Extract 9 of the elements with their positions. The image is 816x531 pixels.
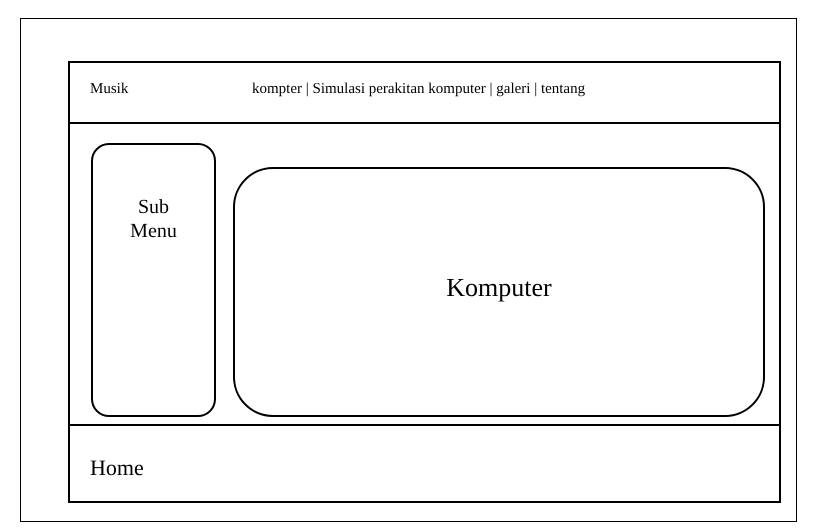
label-text: Komputer (446, 272, 552, 304)
label-text: Musik (90, 80, 128, 99)
content-panel (233, 167, 765, 417)
label-text: Sub Menu (129, 195, 178, 244)
page-frame (68, 61, 781, 503)
label-text: Home (90, 454, 144, 482)
sidebar-panel (91, 143, 216, 417)
outer-frame (20, 18, 797, 522)
label-text: kompter | Simulasi perakitan komputer | galeri | tentang (252, 80, 586, 99)
